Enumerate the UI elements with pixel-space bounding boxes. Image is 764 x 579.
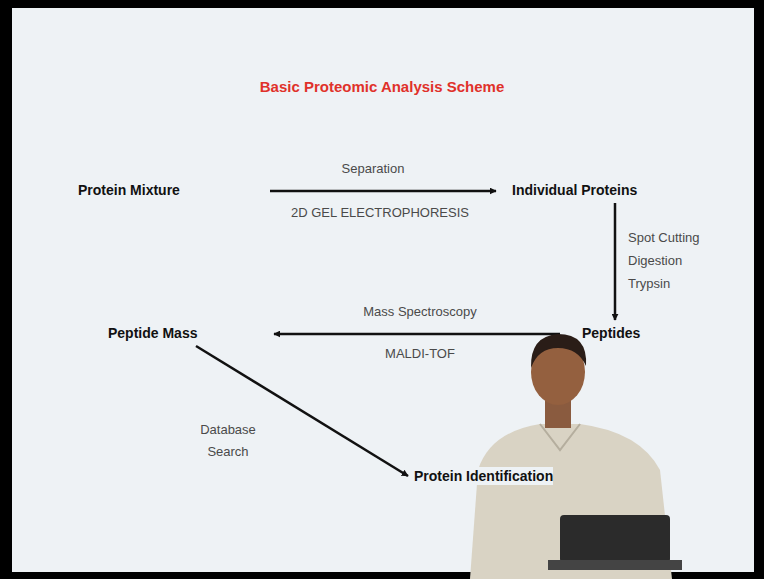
step-label: Peptide Mass [108, 324, 197, 342]
flow-arrow [270, 190, 496, 193]
flow-arrow [274, 333, 560, 336]
edge-label: Spot Cutting Digestion Trypsin [628, 226, 723, 295]
step-label: Protein Mixture [78, 181, 180, 199]
step-label: Protein Identification [414, 467, 553, 485]
presenter-shirt [470, 424, 672, 579]
laptop [560, 515, 670, 563]
edge-label: Mass Spectroscopy [330, 303, 510, 321]
step-node: Peptide Mass [98, 320, 274, 346]
step-node: Protein Mixture [74, 177, 270, 203]
step-label: Individual Proteins [512, 181, 637, 199]
laptop-base [548, 560, 682, 570]
step-node: Peptides [560, 320, 660, 346]
step-node: Individual Proteins [496, 177, 666, 203]
method-label: 2D GEL ELECTROPHORESIS [270, 204, 490, 222]
edge-label: Separation [283, 160, 463, 178]
slide-title: Basic Proteomic Analysis Scheme [0, 78, 764, 95]
edge-label: Database Search [188, 419, 268, 463]
step-node: Protein Identification [408, 463, 604, 489]
method-label: MALDI-TOF [360, 345, 480, 363]
flow-arrow [614, 203, 617, 320]
presenter-hair [531, 334, 586, 368]
step-label: Peptides [582, 324, 640, 342]
